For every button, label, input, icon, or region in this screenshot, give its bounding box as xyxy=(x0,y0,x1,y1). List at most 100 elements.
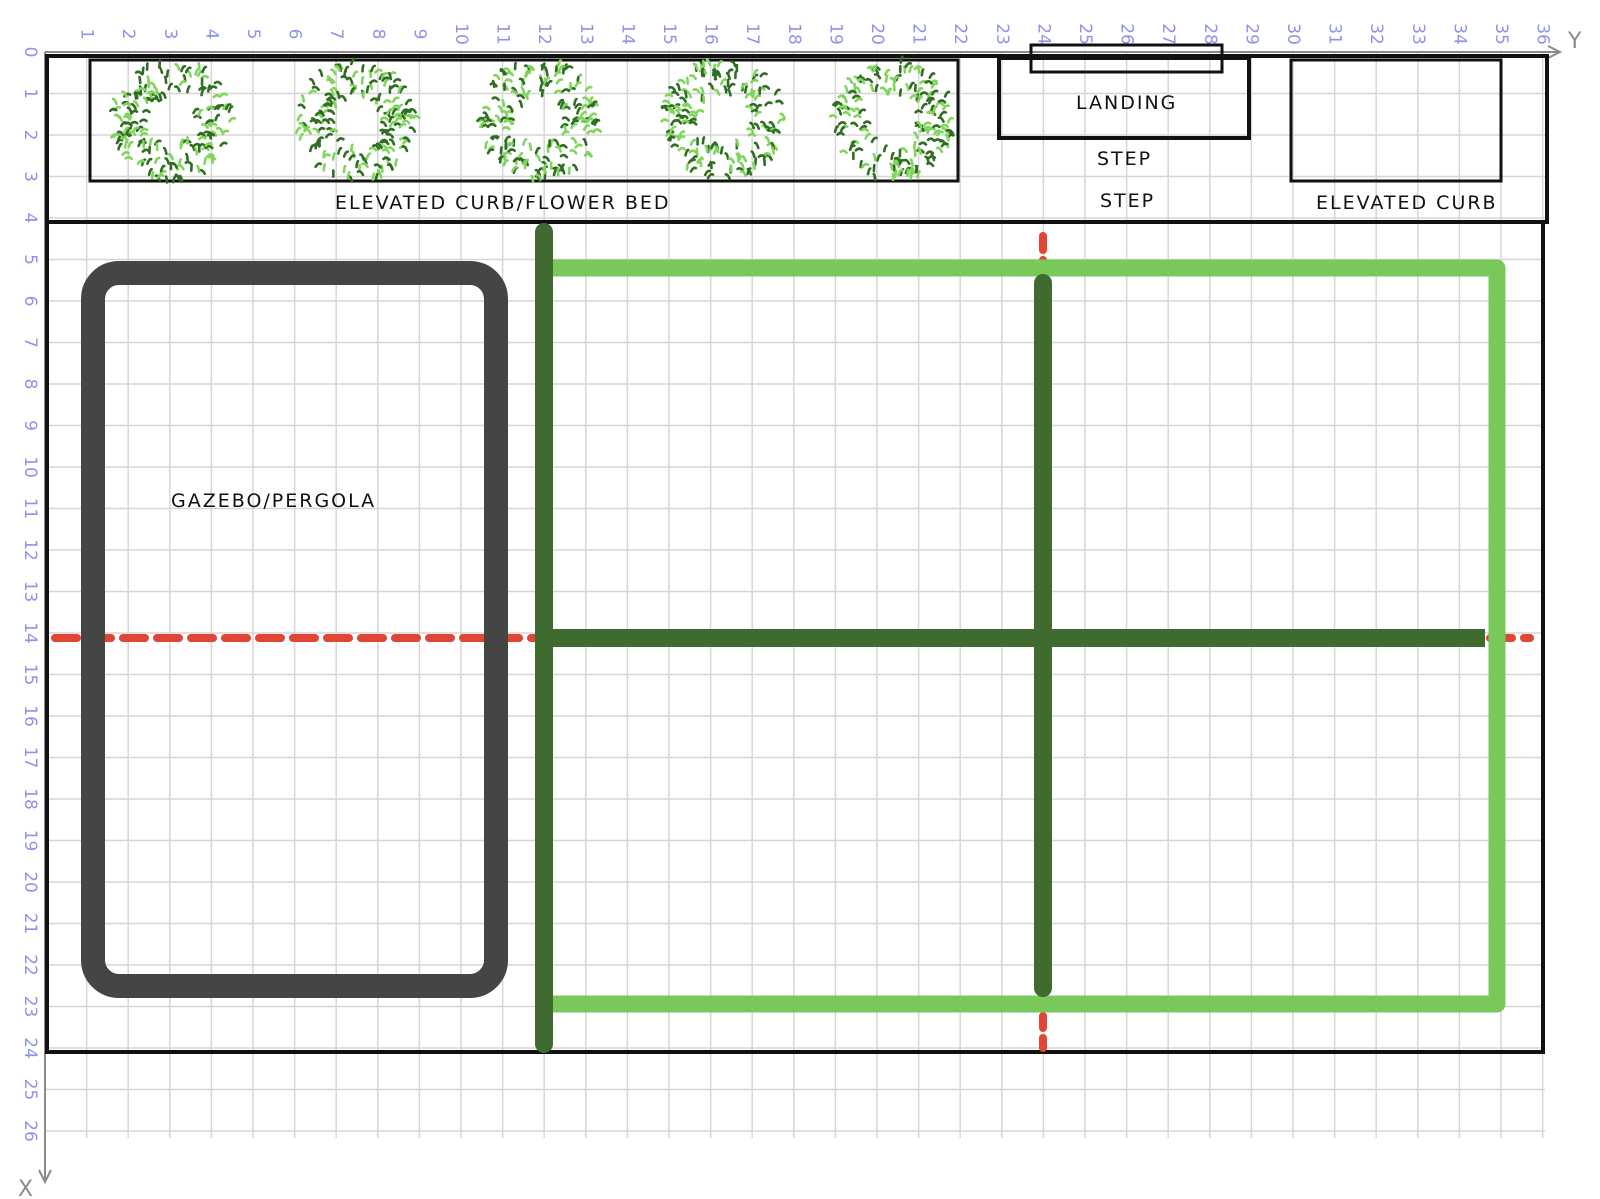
x-tick-label: 16 xyxy=(701,23,721,45)
shrub-leaf xyxy=(534,146,541,155)
y-tick-label: 21 xyxy=(20,913,40,935)
shrub-leaf xyxy=(412,114,421,120)
shrub-leaf xyxy=(342,164,347,174)
x-tick-label: 23 xyxy=(992,23,1012,45)
shrub-leaf xyxy=(370,64,376,73)
shrub-leaf xyxy=(688,117,697,123)
light-green-border xyxy=(546,259,1506,1013)
shrub-leaf xyxy=(394,158,398,167)
shrub-leaf xyxy=(558,64,566,72)
shrub-leaf xyxy=(555,78,564,85)
shrub-leaf xyxy=(667,135,676,141)
shrub-leaf xyxy=(205,119,214,125)
shrub-leaf xyxy=(690,110,698,117)
shrub-leaf xyxy=(918,141,928,146)
shrub-leaf xyxy=(556,59,563,68)
x-tick-label: 7 xyxy=(326,29,346,40)
shrub-leaf xyxy=(198,131,207,139)
shrub-leaf xyxy=(180,64,187,73)
shrub-leaf xyxy=(740,155,748,163)
shrub-leaf xyxy=(483,118,492,123)
shrub-leaf xyxy=(402,119,411,125)
shrub-leaf xyxy=(768,120,776,128)
shrub-leaf xyxy=(327,117,336,124)
shrub-icon xyxy=(109,59,237,184)
shrub-leaf xyxy=(399,85,405,94)
shrub-leaf xyxy=(933,138,943,143)
x-tick-label: 11 xyxy=(493,23,513,45)
shrub-row xyxy=(109,55,955,184)
shrub-leaf xyxy=(757,154,767,159)
shrub-leaf xyxy=(749,121,755,130)
shrub-leaf xyxy=(156,173,165,180)
x-tick-label: 6 xyxy=(285,29,305,40)
shrub-leaf xyxy=(744,92,753,99)
x-tick-label: 20 xyxy=(867,23,887,45)
x-tick-label: 4 xyxy=(201,29,221,40)
gazebo-label: GAZEBO/PERGOLA xyxy=(171,490,376,512)
shrub-leaf xyxy=(503,67,512,73)
shrub-leaf xyxy=(669,125,677,133)
shrub-leaf xyxy=(124,121,133,127)
shrub-leaf xyxy=(869,83,875,92)
shrub-leaf xyxy=(332,100,338,109)
y-tick-label: 26 xyxy=(20,1120,40,1142)
shrub-leaf xyxy=(386,108,393,116)
shrub-leaf xyxy=(542,155,551,162)
shrub-leaf xyxy=(570,136,578,144)
shrub-leaf xyxy=(935,146,944,154)
shrub-leaf xyxy=(130,103,137,111)
shrub-leaf xyxy=(679,96,687,103)
shrub-leaf xyxy=(179,138,185,147)
shrub-leaf xyxy=(535,154,542,162)
shrub-leaf xyxy=(714,145,720,154)
shrub-leaf xyxy=(755,103,763,111)
shrub-leaf xyxy=(200,88,205,97)
shrub-leaf xyxy=(208,85,218,91)
shrub-leaf xyxy=(570,119,579,125)
shrub-leaf xyxy=(705,58,712,67)
shrub-leaf xyxy=(208,122,218,128)
shrub-leaf xyxy=(853,82,857,92)
shrub-leaf xyxy=(557,98,565,106)
shrub-leaf xyxy=(213,80,223,86)
shrub-leaf xyxy=(682,102,691,107)
shrub-leaf xyxy=(926,110,935,116)
shrub-leaf xyxy=(884,74,889,84)
shrub-leaf xyxy=(946,116,954,124)
shrub-leaf xyxy=(403,136,411,143)
shrub-leaf xyxy=(318,109,325,117)
shrub-leaf xyxy=(853,75,861,83)
y-tick-label: 12 xyxy=(20,539,40,561)
shrub-leaf xyxy=(365,85,370,94)
x-tick-label: 1 xyxy=(77,29,97,40)
shrub-leaf xyxy=(765,153,773,161)
shrub-leaf xyxy=(369,79,378,85)
shrub-leaf xyxy=(716,60,724,68)
shrub-leaf xyxy=(898,88,903,97)
shrub-leaf xyxy=(586,129,595,135)
shrub-leaf xyxy=(393,112,402,118)
shrub-leaf xyxy=(892,163,896,172)
y-tick-label: 4 xyxy=(20,213,40,224)
yard-outline xyxy=(45,220,1545,1054)
shrub-leaf xyxy=(904,61,912,69)
shrub-leaf xyxy=(365,152,372,160)
shrub-leaf xyxy=(903,65,907,74)
shrub-leaf xyxy=(943,90,951,98)
shrub-leaf xyxy=(872,172,877,182)
shrub-leaf xyxy=(382,148,391,154)
shrub-leaf xyxy=(704,144,709,153)
shrub-leaf xyxy=(516,93,525,100)
shrub-leaf xyxy=(349,83,358,90)
shrub-leaf xyxy=(542,163,548,172)
shrub-leaf xyxy=(318,68,324,77)
shrub-leaf xyxy=(770,146,775,155)
shrub-leaf xyxy=(154,156,161,164)
shrub-leaf xyxy=(832,100,841,107)
shrub-leaf xyxy=(499,67,506,76)
shrub-leaf xyxy=(329,128,339,133)
shrub-leaf xyxy=(582,124,590,131)
shrub-leaf xyxy=(936,130,944,137)
shrub-leaf xyxy=(670,143,679,148)
